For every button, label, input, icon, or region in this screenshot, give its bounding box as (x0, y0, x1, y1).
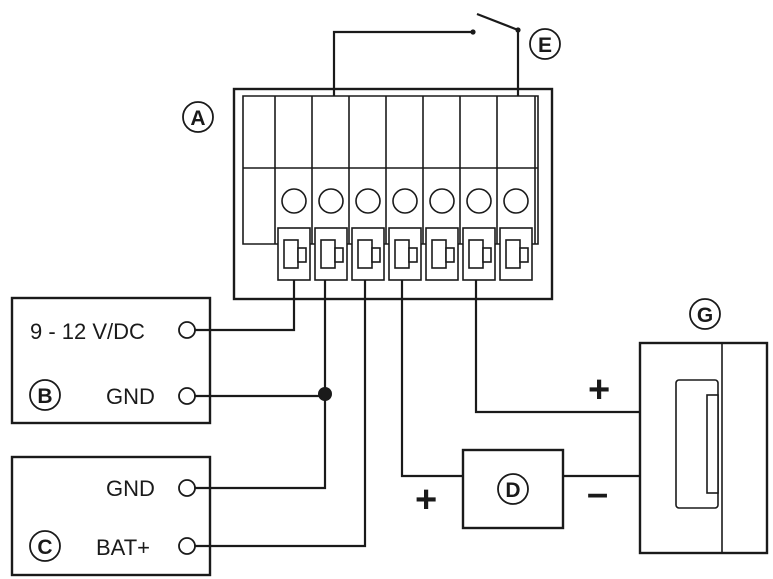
switch-e (332, 12, 521, 96)
terminal-clamp (351, 227, 385, 281)
screw-circle (281, 188, 307, 214)
screw-circle (392, 188, 418, 214)
minus-sign-g: – (587, 473, 608, 515)
svg-text:G: G (697, 304, 713, 327)
terminal-clamp (388, 227, 422, 281)
usb-socket (638, 341, 769, 555)
svg-text:A: A (190, 107, 205, 130)
junction-dot (318, 387, 332, 401)
plus-sign-g: + (588, 369, 610, 411)
connector-block (232, 87, 554, 301)
bat-label: BAT+ (96, 535, 150, 560)
screw-circle (429, 188, 455, 214)
terminal-clamp (277, 227, 311, 281)
callout-c: C (29, 530, 61, 562)
callout-g: G (689, 298, 721, 330)
callout-e: E (529, 28, 561, 60)
terminal-clamp (425, 227, 459, 281)
svg-text:C: C (37, 536, 52, 559)
wiring (195, 280, 640, 548)
terminal-clamp (499, 227, 533, 281)
gnd-label-b: GND (106, 384, 155, 409)
screw-circle (355, 188, 381, 214)
callout-b: B (29, 379, 61, 411)
gnd-terminal-b (178, 387, 196, 405)
callout-d: D (497, 473, 529, 505)
gnd-terminal-c (178, 479, 196, 497)
module-d (461, 448, 565, 530)
screw-circle (503, 188, 529, 214)
svg-text:E: E (538, 34, 552, 57)
screw-circle (466, 188, 492, 214)
svg-text:D: D (505, 479, 520, 502)
terminal-clamp (462, 227, 496, 281)
svg-text:B: B (37, 385, 52, 408)
callout-a: A (182, 101, 214, 133)
gnd-label-c: GND (106, 476, 155, 501)
supply-terminal (178, 321, 196, 339)
plus-sign-d: + (415, 479, 437, 521)
terminal-clamp (314, 227, 348, 281)
screw-circle (318, 188, 344, 214)
bat-terminal (178, 537, 196, 555)
supply-label: 9 - 12 V/DC (30, 319, 145, 344)
